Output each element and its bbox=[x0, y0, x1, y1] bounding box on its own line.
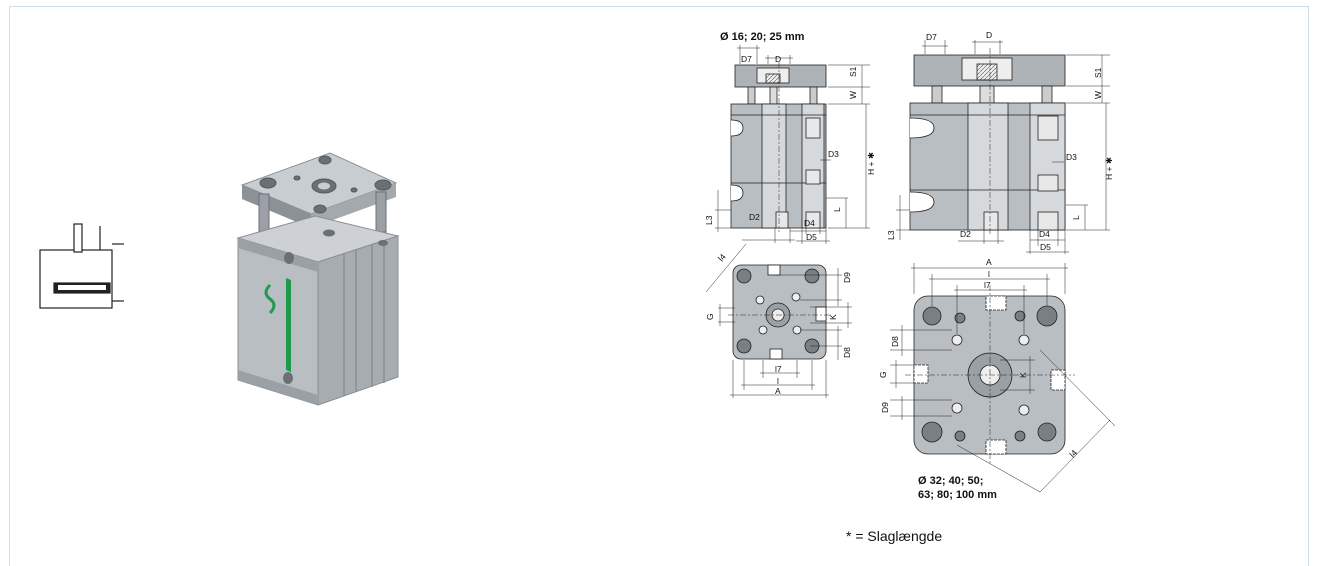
dim-d2-large: D2 bbox=[960, 229, 971, 239]
dim-d7: D7 bbox=[741, 54, 752, 64]
dim-w-large: W bbox=[1093, 91, 1103, 99]
dims-top-small bbox=[705, 243, 852, 398]
top-view-large bbox=[905, 285, 1075, 465]
small-view-title: Ø 16; 20; 25 mm bbox=[720, 31, 805, 43]
dim-l-large: L bbox=[1071, 215, 1081, 220]
dim-d9-small: D9 bbox=[842, 272, 852, 283]
dim-d8-large: D8 bbox=[890, 336, 900, 347]
large-view-title-line1: Ø 32; 40; 50; bbox=[918, 475, 983, 487]
dim-d: D bbox=[775, 54, 781, 64]
large-view-title-line2: 63; 80; 100 mm bbox=[918, 489, 997, 501]
dim-l: L bbox=[832, 207, 842, 212]
dim-d3: D3 bbox=[828, 149, 839, 159]
dim-k-small: K bbox=[828, 314, 838, 320]
dim-g-large: G bbox=[878, 371, 888, 378]
dim-l4-large: l4 bbox=[1067, 447, 1079, 459]
dim-l-small: l bbox=[777, 376, 779, 386]
dims-side-large bbox=[896, 40, 1110, 254]
dim-d-large: D bbox=[986, 30, 992, 40]
dim-l4-small: l4 bbox=[716, 252, 728, 264]
dim-a-large: A bbox=[986, 257, 992, 267]
stroke-footnote: * = Slaglængde bbox=[846, 528, 943, 544]
dim-d4: D4 bbox=[804, 218, 815, 228]
dim-l3: L3 bbox=[704, 215, 714, 225]
dim-d9-large: D9 bbox=[880, 402, 890, 413]
dim-l7-large: l7 bbox=[984, 280, 991, 290]
dim-l7-small: l7 bbox=[775, 364, 782, 374]
side-view-large bbox=[909, 48, 1066, 234]
dim-d7-large: D7 bbox=[926, 32, 937, 42]
dim-l3-large: L3 bbox=[886, 230, 896, 240]
dims-side-small bbox=[715, 45, 870, 244]
dim-h-stroke-large: H + ✱ bbox=[1104, 157, 1114, 180]
dim-d2: D2 bbox=[749, 212, 760, 222]
dim-l-large-top: l bbox=[988, 269, 990, 279]
compact-cylinder-render bbox=[236, 152, 400, 406]
dim-d8-small: D8 bbox=[842, 347, 852, 358]
top-view-small bbox=[728, 264, 832, 360]
dim-k-large: K bbox=[1018, 372, 1028, 378]
dim-a-small: A bbox=[775, 386, 781, 396]
dim-d3-large: D3 bbox=[1066, 152, 1077, 162]
cylinder-symbol-icon bbox=[39, 223, 124, 309]
dim-g-small: G bbox=[705, 313, 715, 320]
dims-top-large bbox=[890, 263, 1116, 493]
dim-d4-large: D4 bbox=[1039, 229, 1050, 239]
content-frame bbox=[9, 6, 1309, 566]
dim-d5: D5 bbox=[806, 232, 817, 242]
dim-s1-large: S1 bbox=[1093, 67, 1103, 78]
dim-h-stroke: H + ✱ bbox=[866, 152, 876, 175]
dim-s1: S1 bbox=[848, 66, 858, 77]
dim-d5-large: D5 bbox=[1040, 242, 1051, 252]
side-view-small bbox=[730, 62, 827, 232]
technical-drawing: Ø 16; 20; 25 mm D7 D S1 W H + ✱ D3 L L3 … bbox=[39, 30, 1116, 501]
dim-w: W bbox=[848, 91, 858, 99]
